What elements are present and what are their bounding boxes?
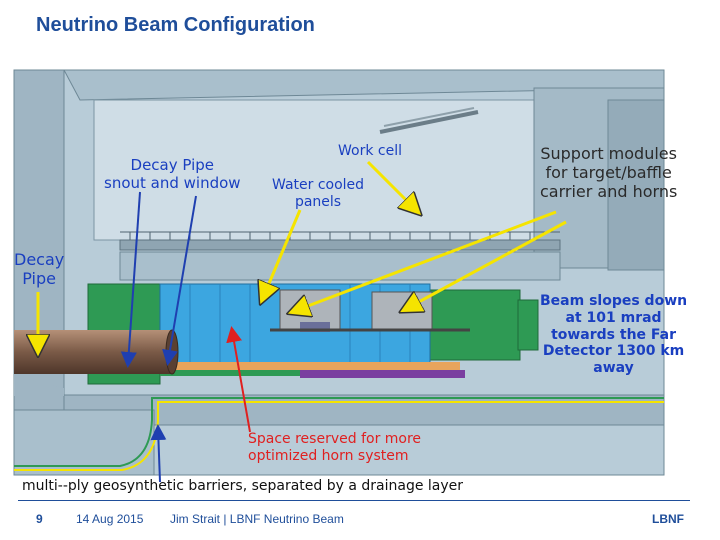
label-support-modules: Support modules for target/baffle carrie… xyxy=(540,144,678,202)
label-water-cooled-panels: Water cooled panels xyxy=(272,177,365,210)
slide-title: Neutrino Beam Configuration xyxy=(36,14,315,36)
label-space-reserved: Space reserved for more optimized horn s… xyxy=(248,431,422,464)
footer-author: Jim Strait | LBNF Neutrino Beam xyxy=(170,512,344,526)
walkway-railing xyxy=(119,231,561,281)
label-barriers: multi--ply geosynthetic barriers, separa… xyxy=(22,478,464,494)
floor-strips xyxy=(160,362,465,378)
footer-date: 14 Aug 2015 xyxy=(76,512,144,526)
barrier-lines xyxy=(14,397,664,471)
label-decay-pipe-snout: Decay Pipe snout and window xyxy=(104,156,241,192)
footer-brand: LBNF xyxy=(652,512,684,526)
annotation-arrows xyxy=(38,160,567,483)
label-decay-pipe: Decay Pipe xyxy=(14,250,65,289)
label-beam-slopes: Beam slopes down at 101 mrad towards the… xyxy=(540,293,688,377)
overhead-crane xyxy=(379,107,479,134)
footer-page-number: 9 xyxy=(36,512,43,526)
label-work-cell: Work cell xyxy=(338,143,402,159)
footer-rule xyxy=(18,500,690,501)
